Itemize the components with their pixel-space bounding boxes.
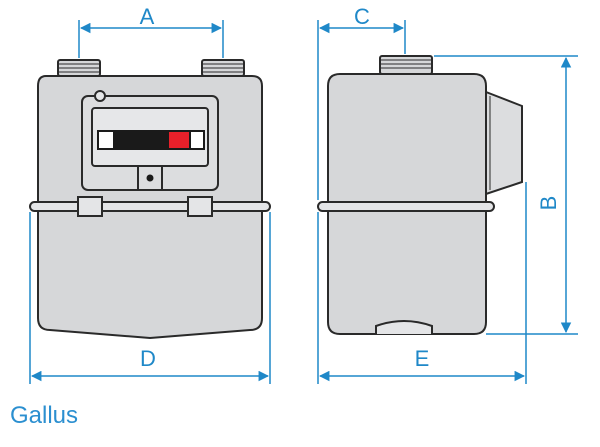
dimension-c-label: C: [354, 4, 370, 29]
dimension-lines: [29, 20, 578, 384]
dimension-b-label: B: [536, 196, 561, 211]
front-band-clip-right: [187, 196, 213, 217]
model-caption: Gallus: [10, 402, 79, 429]
front-right-connector: [201, 59, 245, 77]
side-upper-housing: [327, 73, 487, 205]
side-connector: [379, 55, 433, 75]
counter-white-right: [189, 130, 205, 150]
dimension-a-label: A: [140, 4, 155, 29]
meter-drawing: A C B D E: [29, 4, 578, 384]
side-bottom-foot: [375, 320, 433, 334]
side-view: [317, 55, 523, 335]
front-band-clip-left: [77, 196, 103, 217]
counter-white-left: [97, 130, 115, 150]
display-screw: [94, 90, 106, 102]
counter-red: [167, 130, 191, 150]
side-display-box: [485, 90, 523, 196]
side-band: [317, 201, 495, 212]
dimension-d-label: D: [140, 346, 156, 371]
dimension-e-label: E: [415, 346, 430, 371]
front-lower-housing: [37, 209, 263, 340]
front-band: [29, 201, 271, 212]
display-tab-dot: [146, 174, 154, 182]
side-lower-housing: [327, 209, 487, 335]
front-view: [29, 59, 271, 340]
front-left-connector: [57, 59, 101, 77]
